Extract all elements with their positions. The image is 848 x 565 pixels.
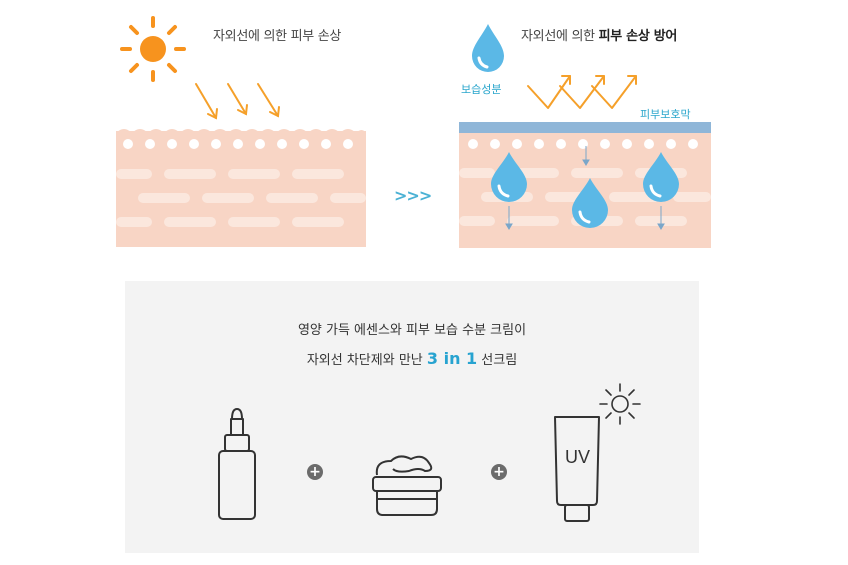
transition-arrows: >>> [394, 186, 432, 205]
right-caption-bold: 피부 손상 방어 [598, 29, 678, 44]
essence-bottle-icon [218, 408, 256, 520]
sunscreen-tube-icon [554, 416, 600, 522]
left-caption: 자외선에 의한 피부 손상 [213, 29, 342, 44]
water-drop-icon [472, 24, 504, 72]
headline-line-2-suffix: 선크림 [477, 353, 518, 368]
plus-icon-2: + [491, 464, 507, 480]
headline-highlight: 3 in 1 [426, 349, 478, 368]
tube-label: UV [565, 447, 591, 467]
moisture-label: 보습성분 [461, 83, 502, 96]
sun-outline-icon [599, 383, 641, 425]
cream-jar-icon [372, 455, 442, 516]
reflected-uv-rays-icon [527, 75, 637, 109]
headline-line-2: 자외선 차단제와 만난 3 in 1 선크림 [125, 349, 699, 368]
uv-rays-icon [195, 83, 280, 120]
headline-line-2-prefix: 자외선 차단제와 만난 [306, 353, 427, 368]
barrier-label: 피부보호막 [640, 108, 691, 121]
right-caption-plain: 자외선에 의한 [521, 29, 599, 44]
headline-line-1: 영양 가득 에센스와 피부 보습 수분 크림이 [297, 323, 527, 338]
plus-icon-1: + [307, 464, 323, 480]
sun-icon [120, 16, 186, 82]
product-panel: 영양 가득 에센스와 피부 보습 수분 크림이 자외선 차단제와 만난 3 in… [125, 281, 699, 553]
skin-layer-damaged [116, 129, 366, 247]
right-caption: 자외선에 의한 피부 손상 방어 [521, 25, 677, 44]
skin-layer-protected [459, 122, 711, 248]
